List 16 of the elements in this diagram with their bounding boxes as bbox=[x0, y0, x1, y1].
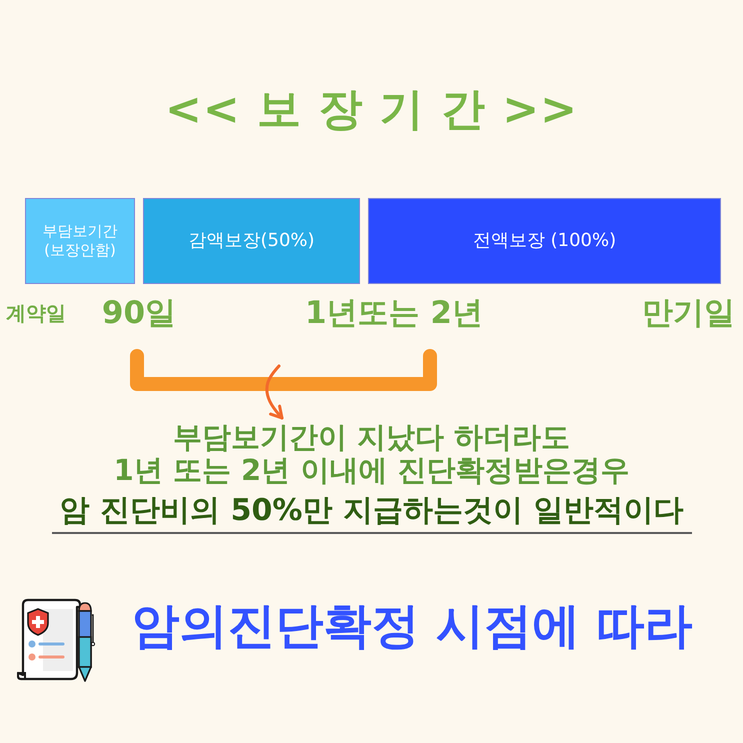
period-box bbox=[25, 198, 135, 284]
title: << 보 장 기 간 >> bbox=[164, 84, 580, 137]
timeline-label: 90일 bbox=[100, 295, 178, 332]
period-box bbox=[368, 198, 721, 284]
timeline-label: 1년또는 2년 bbox=[304, 295, 484, 332]
period-box bbox=[143, 198, 360, 284]
curved-arrow bbox=[265, 364, 284, 420]
note-text: 암 진단비의 50%만 지급하는것이 일반적이다 bbox=[52, 494, 692, 534]
note-text: 1년 또는 2년 이내에 진단확정받은경우 bbox=[114, 454, 630, 488]
timeline-label: 만기일 bbox=[641, 295, 736, 332]
note-text: 부담보기간이 지났다 하더라도 bbox=[172, 421, 570, 454]
box-label: 전액보장 (100%) bbox=[472, 229, 618, 253]
box-label: 감액보장(50%) bbox=[187, 229, 316, 253]
subtitle: 암의진단확정 시점에 따라 bbox=[130, 598, 694, 656]
timeline-label: 계약일 bbox=[5, 301, 67, 325]
box-label: 부담보기간 (보장안함) bbox=[42, 222, 118, 260]
